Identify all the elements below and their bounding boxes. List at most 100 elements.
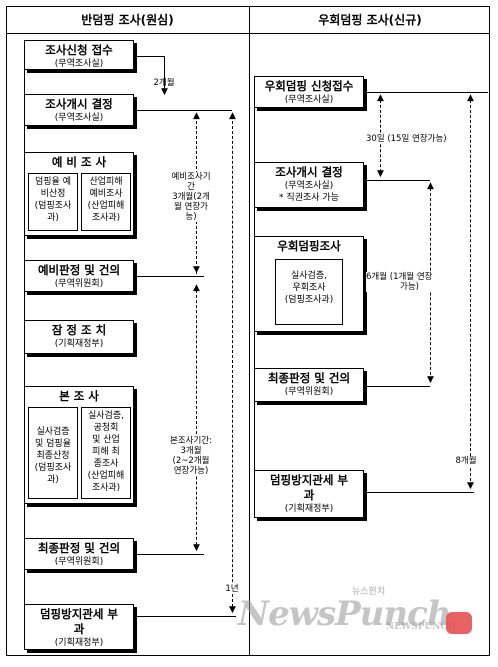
period-label-2-months: 2개월 bbox=[153, 78, 175, 88]
step-agency: (기획재정부) bbox=[54, 339, 104, 349]
step-title-line2: 과 bbox=[73, 622, 85, 636]
text-line: 최종산정 bbox=[36, 451, 70, 461]
dumping-rate-final-box: 실사검증 및 덤핑율 최종산정 (덤핑조사과) bbox=[28, 407, 78, 499]
text-line: 조사과) bbox=[91, 213, 121, 223]
text-line: 실사검증, bbox=[291, 271, 327, 281]
dumping-rate-box: 덤핑율 예 비산정 (덤핑조사 과) bbox=[28, 173, 78, 231]
step-preliminary-investigation: 예 비 조 사 덤핑율 예 비산정 (덤핑조사 과) 산업피해 예비조사 (산업… bbox=[24, 152, 134, 236]
step-title: 예비판정 및 건의 bbox=[37, 263, 121, 277]
period-label-main: 본조사기간: 3개월 (2~2개월 연장가능) bbox=[158, 436, 224, 476]
step-final-decision: 최종판정 및 건의 (무역위원회) bbox=[254, 368, 364, 402]
newspunch-watermark-korean: 뉴스펀치 bbox=[352, 587, 386, 597]
connector bbox=[134, 110, 196, 111]
connector bbox=[134, 56, 164, 57]
step-agency: (기획재정부) bbox=[284, 504, 334, 514]
text-line: 간 bbox=[187, 182, 195, 192]
step-circumvention-application: 우회덤핑 신청접수 (무역조사실) bbox=[254, 76, 364, 108]
industry-damage-box: 산업피해 예비조사 (산업피해 조사과) bbox=[81, 173, 131, 231]
step-agency: (무역위원회) bbox=[284, 387, 334, 397]
step-title: 우회덤핑 신청접수 bbox=[264, 79, 354, 93]
period-label-8-months: 8개월 bbox=[448, 456, 484, 466]
text-line: 종조사 bbox=[93, 459, 119, 469]
text-line: (산업피해 bbox=[87, 201, 125, 211]
text-line: (덤핑조사과) bbox=[34, 463, 72, 485]
period-label-30-days: 30일 (15일 연장가능) bbox=[360, 134, 476, 144]
text-line: 과) bbox=[47, 213, 59, 223]
connector bbox=[134, 276, 204, 277]
text-line: 피해 최 bbox=[92, 447, 120, 457]
text-line: (덤핑조사 bbox=[34, 201, 72, 211]
arrow-down-icon: ▼ bbox=[427, 375, 434, 385]
step-title: 조사개시 결정 bbox=[45, 97, 113, 111]
step-agency: (무역위원회) bbox=[54, 557, 104, 567]
step-agency: (무역조사실) bbox=[54, 59, 104, 69]
step-title: 덤핑방지관세 부 bbox=[39, 607, 119, 621]
step-final-decision: 최종판정 및 건의 (무역위원회) bbox=[24, 538, 134, 570]
step-title: 본 조 사 bbox=[59, 389, 99, 403]
arrow-up-icon: ▲ bbox=[193, 111, 200, 121]
step-agency: (무역조사실) bbox=[284, 95, 334, 105]
step-main-investigation: 본 조 사 실사검증 및 덤핑율 최종산정 (덤핑조사과) 실사검증, 공청회 … bbox=[24, 386, 134, 504]
text-line: 6개월 (1개월 연장 bbox=[366, 272, 433, 282]
left-column-header: 반덤핑 조사(원심) bbox=[6, 6, 249, 34]
arrow-up-icon: ▲ bbox=[377, 93, 384, 103]
text-line: 조사과) bbox=[91, 483, 121, 493]
text-line: 가능) bbox=[400, 282, 419, 292]
text-line: 본조사기간: bbox=[170, 436, 212, 446]
text-line: 3개월(2개 bbox=[172, 192, 210, 202]
text-line: 월 연장가 bbox=[174, 202, 208, 212]
one-year-line bbox=[232, 116, 233, 612]
text-line: 실사검증, bbox=[88, 411, 124, 421]
newspunch-corner-mark: NEWSPUNCH bbox=[386, 622, 457, 632]
step-agency: (무역조사실) bbox=[284, 181, 334, 191]
arrow-up-icon: ▲ bbox=[229, 111, 236, 121]
field-verification-box: 실사검증, 우회조사 (덤핑조사과) bbox=[275, 259, 343, 325]
text-line: 예비조사기 bbox=[171, 172, 211, 182]
main-period-line bbox=[196, 290, 197, 550]
text-line: 3개월 bbox=[180, 446, 202, 456]
step-title: 우회덤핑조사 bbox=[277, 239, 341, 253]
newspunch-watermark-logo: NewsPunch bbox=[238, 594, 452, 634]
step-title: 조사개시 결정 bbox=[275, 165, 343, 179]
step-agency: (무역위원회) bbox=[54, 279, 104, 289]
eight-month-line bbox=[470, 100, 471, 486]
arrow-down-icon: ▼ bbox=[193, 543, 200, 553]
text-line: 실사검증 bbox=[36, 427, 70, 437]
connector bbox=[196, 110, 232, 111]
text-line: 우회조사 bbox=[292, 283, 326, 293]
step-circumvention-investigation: 우회덤핑조사 실사검증, 우회조사 (덤핑조사과) bbox=[254, 236, 364, 332]
step-title: 조사신청 접수 bbox=[45, 43, 113, 57]
step-title: 최종판정 및 건의 bbox=[267, 371, 351, 385]
text-line: (2~2개월 bbox=[172, 456, 210, 466]
step-antidumping-duty: 덤핑방지관세 부 과 (기획재정부) bbox=[254, 470, 364, 518]
text-line: 산업피해 bbox=[89, 177, 123, 187]
arrow-down-icon: ▼ bbox=[193, 265, 200, 275]
text-line: (산업피해 bbox=[87, 471, 125, 481]
arrow-down-icon: ▼ bbox=[467, 481, 474, 491]
arrow-down-icon: ▼ bbox=[229, 605, 236, 615]
arrow-up-icon: ▲ bbox=[467, 93, 474, 103]
text-line: 능) bbox=[185, 212, 197, 222]
industry-damage-final-box: 실사검증, 공청회 및 산업 피해 최 종조사 (산업피해 조사과) bbox=[81, 407, 131, 499]
text-line: 공청회 bbox=[93, 423, 119, 433]
step-agency: (기획재정부) bbox=[54, 638, 104, 648]
connector bbox=[364, 386, 430, 387]
newspunch-fist-icon bbox=[446, 612, 472, 634]
connector bbox=[364, 180, 430, 181]
step-title: 최종판정 및 건의 bbox=[37, 541, 121, 555]
text-line: 비산정 bbox=[40, 189, 66, 199]
text-line: 및 산업 bbox=[92, 435, 120, 445]
step-title: 잠 정 조 치 bbox=[51, 323, 107, 337]
step-title-line2: 과 bbox=[303, 488, 315, 502]
arrow-up-icon: ▲ bbox=[427, 181, 434, 191]
step-title: 예 비 조 사 bbox=[51, 155, 107, 169]
step-investigation-start: 조사개시 결정 (무역조사실) bbox=[24, 94, 134, 126]
period-label-6-months: 6개월 (1개월 연장 가능) bbox=[366, 272, 458, 292]
period-label-preliminary: 예비조사기 간 3개월(2개 월 연장가 능) bbox=[160, 172, 222, 222]
step-agency: (무역조사실) bbox=[54, 113, 104, 123]
connector bbox=[134, 554, 204, 555]
step-title: 덤핑방지관세 부 bbox=[269, 473, 349, 487]
ex-officio-note: * 직권조사 가능 bbox=[279, 193, 339, 203]
right-column-header: 우회덤핑 조사(신규) bbox=[250, 6, 490, 34]
text-line: 및 덤핑율 bbox=[35, 439, 71, 449]
